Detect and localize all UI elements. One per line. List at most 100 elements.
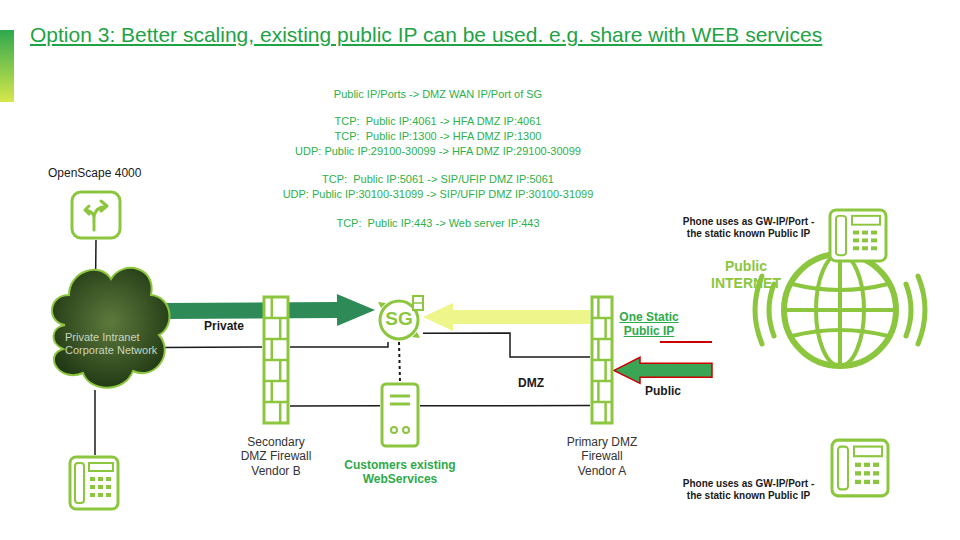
network-link — [162, 346, 262, 348]
phone-icon-part-part — [106, 477, 111, 481]
firewall-part-part — [597, 381, 600, 402]
firewall-part-part — [597, 339, 600, 360]
phone-icon-part-part — [90, 477, 95, 481]
ip-phone-part-part — [838, 447, 848, 490]
public-ip-marker — [660, 341, 712, 343]
node-text: SG — [375, 308, 423, 331]
port-rule: TCP: Public IP:443 -> Web server IP:443 — [228, 217, 648, 230]
session-gateway-part-part — [413, 296, 423, 310]
node-text: OpenScape 4000 — [48, 166, 168, 180]
ip-phone-part-part-part — [862, 246, 868, 250]
network-link — [290, 405, 380, 407]
ip-phone-part-part-part — [864, 463, 870, 467]
slide-title: Option 3: Better scaling, existing publi… — [30, 22, 822, 47]
accent-bar — [0, 30, 14, 102]
ip-phone-part-part — [836, 216, 846, 255]
firewall-part-part — [597, 297, 600, 318]
phone-icon-part-part — [106, 485, 111, 489]
phone-icon-part-part — [106, 493, 111, 497]
session-gateway: SG — [375, 298, 423, 342]
session-gateway-part-part — [413, 302, 423, 304]
node-text: Primary DMZ Firewall Vendor A — [564, 435, 640, 478]
firewall-part-part — [279, 402, 282, 423]
flow-arrow — [423, 303, 590, 331]
port-rule: UDP: Public IP:30100-31099 -> SIP/UFIP D… — [228, 188, 648, 201]
ip-phone-part-part-part — [873, 471, 879, 475]
ip-phone-part-part-part — [864, 471, 870, 475]
ip-phone-part-part — [832, 440, 888, 496]
ip-phone-part-part-part — [855, 463, 861, 467]
firewall-part-part — [264, 401, 288, 404]
firewall-part-part — [279, 318, 282, 339]
pbx-icon-part-part — [72, 192, 120, 238]
node-text: Public INTERNET — [706, 258, 786, 292]
web-server: Customers existing WebServices — [380, 382, 420, 448]
node-text: Customers existing WebServices — [340, 458, 460, 487]
ip-phone-part-part — [853, 231, 877, 251]
ip-phone-part-part — [854, 447, 882, 457]
phone-icon-part-part — [98, 477, 103, 481]
firewall: Secondary DMZ Firewall Vendor B — [262, 295, 290, 425]
phone-icon-part — [90, 477, 111, 497]
port-rule: TCP: Public IP:1300 -> HFA DMZ IP:1300 — [228, 130, 648, 143]
network-cloud: Private Intranet Corporate Network — [45, 255, 175, 395]
firewall-part-part — [279, 360, 282, 381]
ip-phone: Phone uses as GW-IP/Port - the static kn… — [828, 208, 888, 263]
ip-phone-part-part-part — [862, 238, 868, 242]
node-text: Secondary DMZ Firewall Vendor B — [236, 435, 316, 478]
ip-phone-part-part-part — [853, 238, 859, 242]
ip-phone-part-part-part — [862, 231, 868, 235]
ip-phone-part-part-part — [873, 480, 879, 484]
phone-icon-part-part — [98, 493, 103, 497]
phone-icon-part-part — [90, 485, 95, 489]
firewall-part-part — [264, 380, 288, 383]
network-link — [290, 342, 388, 347]
public-ip-label: One Static Public IP — [614, 310, 684, 339]
port-rule: UDP: Public IP:29100-30099 -> HFA DMZ IP… — [228, 145, 648, 158]
firewall-part-part — [264, 317, 288, 320]
ip-phone-part-part-part — [853, 246, 859, 250]
ip-phone-part — [830, 438, 890, 498]
phone-icon-part-part — [90, 493, 95, 497]
firewall-part-part — [604, 318, 607, 339]
firewall: Primary DMZ Firewall Vendor A — [590, 295, 614, 425]
firewall-part — [590, 295, 614, 425]
ip-phone-part-part-part — [853, 231, 859, 235]
ip-phone-part-part — [855, 463, 879, 484]
phone-icon-part — [70, 457, 118, 509]
node-text: Private Intranet Corporate Network — [65, 331, 180, 357]
firewall-part-part — [264, 359, 288, 362]
web-server-part-part — [403, 427, 409, 433]
network-link — [423, 333, 590, 357]
firewall-part-part — [592, 401, 612, 404]
firewall-part-part — [264, 338, 288, 341]
ip-phone-part-part-part — [855, 480, 861, 484]
ip-phone-part — [828, 208, 888, 263]
firewall-part-part — [264, 297, 288, 423]
phone-icon — [70, 457, 118, 509]
phone-icon-part-part — [98, 485, 103, 489]
phone-icon-part — [89, 463, 113, 471]
node-text: Phone uses as GW-IP/Port - the static kn… — [676, 216, 821, 240]
ip-phone-part-part — [830, 210, 886, 261]
network-link — [95, 240, 97, 269]
ip-phone-part-part-part — [855, 471, 861, 475]
port-mapping-header: Public IP/Ports -> DMZ WAN IP/Port of SG — [228, 88, 648, 101]
port-rule: TCP: Public IP:5061 -> SIP/UFIP DMZ IP:5… — [228, 173, 648, 186]
web-server-part-part — [391, 427, 397, 433]
ip-phone-part-part-part — [871, 231, 877, 235]
firewall-part-part — [592, 380, 612, 383]
ip-phone-part-part — [852, 216, 880, 225]
dashed-link — [399, 342, 400, 382]
zone-label: Private — [204, 319, 244, 333]
firewall-part — [262, 295, 290, 425]
ip-phone-part-part-part — [871, 246, 877, 250]
ip-phone-part-part-part — [873, 463, 879, 467]
firewall-part-part — [271, 297, 274, 318]
zone-label: DMZ — [518, 376, 544, 390]
ip-phone: Phone uses as GW-IP/Port - the static kn… — [830, 438, 890, 498]
firewall-part-part — [592, 297, 612, 423]
web-server-part-part — [390, 395, 410, 398]
pbx-icon-part — [70, 190, 122, 240]
